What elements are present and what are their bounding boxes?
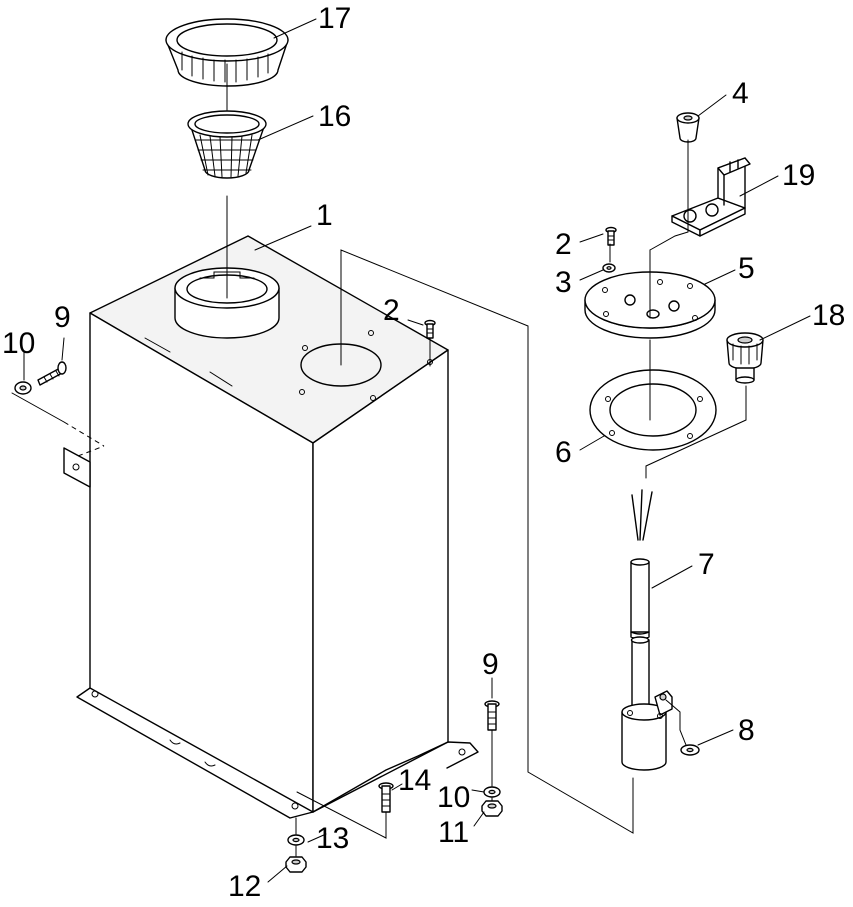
plug-grommet [676,112,700,143]
nut-bottom-left [285,856,307,873]
callout-10-right: 10 [437,781,470,814]
mounting-bracket [671,157,751,237]
screw-right [605,226,617,246]
bolt-bottom-right [484,700,500,731]
callout-9-left: 9 [54,301,71,334]
washer-bottom-left [287,834,305,846]
callout-1: 1 [316,199,333,232]
callout-10-left: 10 [2,327,35,360]
callout-19: 19 [782,159,815,192]
callout-4: 4 [732,77,749,110]
callout-9-right: 9 [482,648,499,681]
bolt-left [37,361,67,386]
callout-17: 17 [318,2,351,35]
callout-18: 18 [812,299,845,332]
cable-gland [726,332,764,384]
callout-3: 3 [555,266,572,299]
callout-8: 8 [738,714,755,747]
gasket-ring [589,369,717,451]
washer-3 [602,263,616,273]
level-sensor [621,489,673,771]
washer-bottom-right [483,786,501,798]
leader-lines [23,18,811,883]
filler-cap [165,18,289,87]
screw-tank-top [424,319,436,339]
callout-13: 13 [316,822,349,855]
callout-7: 7 [698,548,715,581]
bolt-bottom-center [378,782,394,813]
callout-11: 11 [438,816,469,849]
callout-6: 6 [555,436,572,469]
strainer-basket [187,110,267,179]
washer-left [14,381,32,395]
callout-14: 14 [398,764,431,797]
assembly-lines [11,63,747,857]
callout-5: 5 [738,252,755,285]
callout-12: 12 [228,870,261,903]
washer-8 [680,744,700,756]
callout-16: 16 [318,100,351,133]
nut-bottom-right [481,800,503,817]
callout-2-plate: 2 [555,228,572,261]
callout-2-tank: 2 [383,294,400,327]
